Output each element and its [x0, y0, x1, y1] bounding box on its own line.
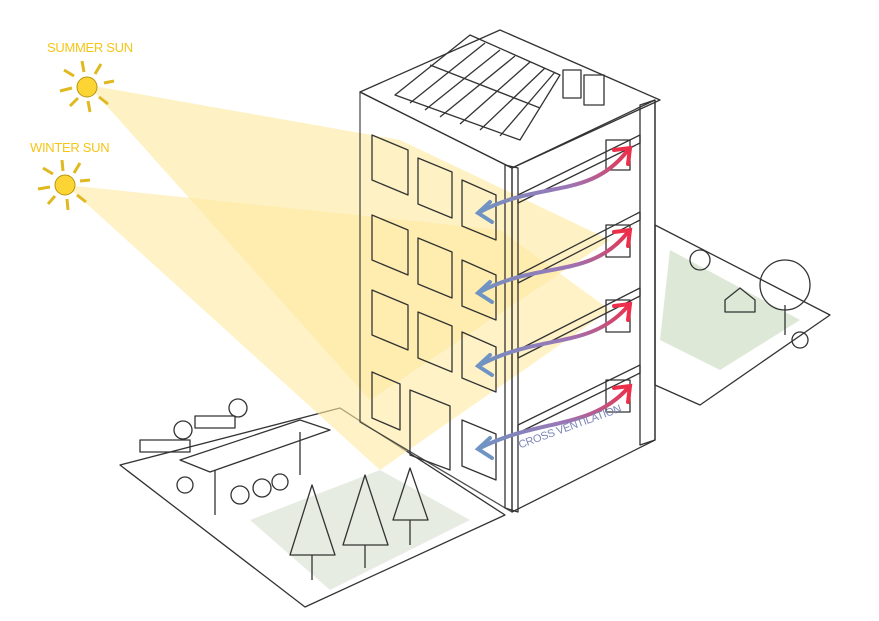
winter-sun-label: WINTER SUN [30, 140, 110, 155]
ventilation-arrow [478, 230, 630, 294]
floor-slabs [517, 134, 641, 434]
solar-panels [394, 34, 561, 141]
arrow-heads [474, 145, 633, 460]
ventilation-arrows [478, 148, 630, 450]
bike-shelter-posts [214, 432, 301, 515]
left-plaza-ground [119, 407, 506, 608]
solar-panel-grid [409, 42, 556, 137]
greenhouse [724, 287, 756, 313]
facade-windows [371, 134, 497, 481]
ventilation-arrow [478, 386, 630, 450]
garden-tree [759, 259, 811, 311]
ventilation-arrow [478, 304, 630, 367]
street-trees [289, 249, 811, 580]
winter-sun-beam [66, 185, 610, 470]
bike-shelter-canopy [179, 419, 331, 473]
hedges [139, 398, 248, 494]
rooftop-unit [562, 69, 582, 99]
garden-beds [660, 250, 800, 370]
summer-sun-label: SUMMER SUN [47, 40, 133, 55]
bicycles [230, 473, 289, 505]
tree-lawn [250, 470, 470, 590]
ventilation-arrow [478, 148, 630, 214]
rooftop-unit [583, 74, 605, 106]
section-column-back [639, 99, 656, 446]
roof [359, 29, 661, 169]
